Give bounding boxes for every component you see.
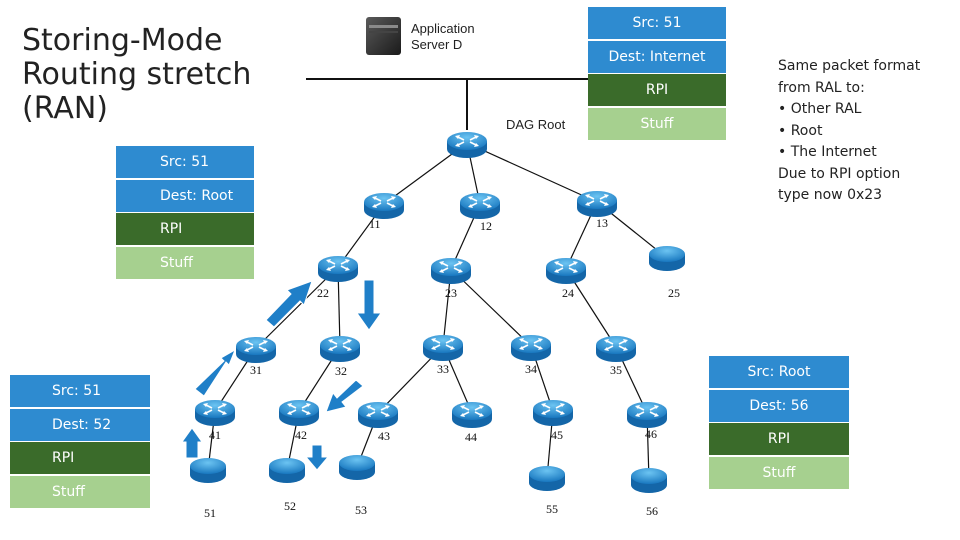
packet-src: Src: Root bbox=[709, 356, 849, 388]
packet-stuff: Stuff bbox=[588, 107, 726, 140]
packet-top-right: Src: 51 Dest: Internet RPI Stuff bbox=[588, 7, 726, 141]
router-icon bbox=[317, 255, 359, 283]
packet-stuff: Stuff bbox=[116, 246, 254, 279]
router-icon bbox=[459, 192, 501, 220]
node-label: 13 bbox=[596, 216, 608, 230]
packet-left-upper: Src: 51 Dest: Root RPI Stuff bbox=[116, 146, 254, 280]
node-label: 41 bbox=[209, 428, 221, 442]
packet-rpi: RPI bbox=[588, 74, 726, 107]
packet-stuff: Stuff bbox=[709, 456, 849, 489]
router-icon bbox=[532, 399, 574, 427]
router-icon bbox=[278, 399, 320, 427]
packet-rpi: RPI bbox=[10, 442, 150, 475]
leaf-node-icon bbox=[529, 466, 565, 491]
note-line: type now 0x23 bbox=[778, 187, 883, 203]
router-icon bbox=[576, 190, 618, 218]
packet-src: Src: 51 bbox=[116, 146, 254, 178]
server-label-line: Server D bbox=[411, 37, 463, 52]
router-icon bbox=[430, 257, 472, 285]
packet-stuff: Stuff bbox=[10, 475, 150, 508]
note-line: • Other RAL bbox=[778, 101, 862, 117]
node-label: 34 bbox=[525, 362, 537, 376]
node-label: 53 bbox=[355, 503, 367, 517]
arrow-up-icon bbox=[181, 427, 203, 459]
server-label-line: Application bbox=[411, 21, 475, 36]
node-label: 42 bbox=[295, 428, 307, 442]
node-label: 43 bbox=[378, 429, 390, 443]
router-icon bbox=[357, 401, 399, 429]
note-line: • The Internet bbox=[778, 144, 877, 160]
router-icon bbox=[595, 335, 637, 363]
packet-dest: Dest: Internet bbox=[588, 40, 726, 73]
node-label: 25 bbox=[668, 286, 680, 300]
node-label: 55 bbox=[546, 502, 558, 516]
node-label: 46 bbox=[645, 427, 657, 441]
note-text: Same packet format from RAL to: • Other … bbox=[778, 56, 920, 207]
note-line: • Root bbox=[778, 122, 823, 139]
note-line: from RAL to: bbox=[778, 79, 865, 96]
node-label: 23 bbox=[445, 286, 457, 300]
node-label: 44 bbox=[465, 430, 477, 444]
router-icon bbox=[626, 401, 668, 429]
router-icon bbox=[545, 257, 587, 285]
packet-right-lower: Src: Root Dest: 56 RPI Stuff bbox=[709, 356, 849, 490]
title-line: Storing-Mode bbox=[22, 23, 223, 58]
dag-root-label: DAG Root bbox=[506, 117, 566, 132]
leaf-node-icon bbox=[339, 455, 375, 480]
arrow-down-icon bbox=[356, 279, 382, 331]
node-label: 31 bbox=[250, 363, 262, 377]
node-label: 52 bbox=[284, 499, 296, 513]
leaf-node-icon bbox=[269, 458, 305, 483]
slide-title: Storing-Mode Routing stretch (RAN) bbox=[22, 24, 251, 126]
packet-src: Src: 51 bbox=[10, 375, 150, 407]
title-line: Routing stretch bbox=[22, 57, 252, 92]
node-label: 51 bbox=[204, 506, 216, 520]
router-icon bbox=[194, 399, 236, 427]
router-icon bbox=[235, 336, 277, 364]
packet-dest: Dest: Root bbox=[116, 179, 254, 212]
node-label: 11 bbox=[369, 217, 381, 231]
path-arrows bbox=[181, 279, 382, 471]
leaf-node-icon bbox=[190, 458, 226, 483]
packet-rpi: RPI bbox=[116, 213, 254, 246]
node-label: 35 bbox=[610, 363, 622, 377]
packet-dest: Dest: 52 bbox=[10, 408, 150, 441]
router-icon bbox=[319, 335, 361, 363]
node-labels: 11 12 13 22 23 24 25 31 32 33 34 35 41 4… bbox=[204, 216, 680, 520]
node-label: 12 bbox=[480, 219, 492, 233]
arrow-down-left-icon bbox=[325, 379, 364, 413]
leaf-node-icon bbox=[631, 468, 667, 493]
server-label: Application Server D bbox=[411, 21, 475, 53]
node-label: 32 bbox=[335, 364, 347, 378]
router-icon bbox=[422, 334, 464, 362]
node-label: 22 bbox=[317, 286, 329, 300]
node-label: 24 bbox=[562, 286, 574, 300]
note-line: Due to RPI option bbox=[778, 165, 901, 182]
node-label: 33 bbox=[437, 362, 449, 376]
server-icon bbox=[366, 17, 401, 55]
packet-dest: Dest: 56 bbox=[709, 389, 849, 422]
router-icon bbox=[510, 334, 552, 362]
note-line: Same packet format bbox=[778, 58, 921, 74]
arrow-down-icon bbox=[304, 444, 330, 471]
packet-rpi: RPI bbox=[709, 423, 849, 456]
router-icon bbox=[446, 131, 488, 159]
arrow-up-right-icon bbox=[194, 348, 236, 397]
packet-left-lower: Src: 51 Dest: 52 RPI Stuff bbox=[10, 375, 150, 509]
node-label: 45 bbox=[551, 428, 563, 442]
title-line: (RAN) bbox=[22, 91, 109, 126]
packet-src: Src: 51 bbox=[588, 7, 726, 39]
node-label: 56 bbox=[646, 504, 658, 518]
leaf-node-icon bbox=[649, 246, 685, 271]
router-icon bbox=[363, 192, 405, 220]
arrow-up-right-icon bbox=[265, 280, 313, 328]
router-icon bbox=[451, 401, 493, 429]
